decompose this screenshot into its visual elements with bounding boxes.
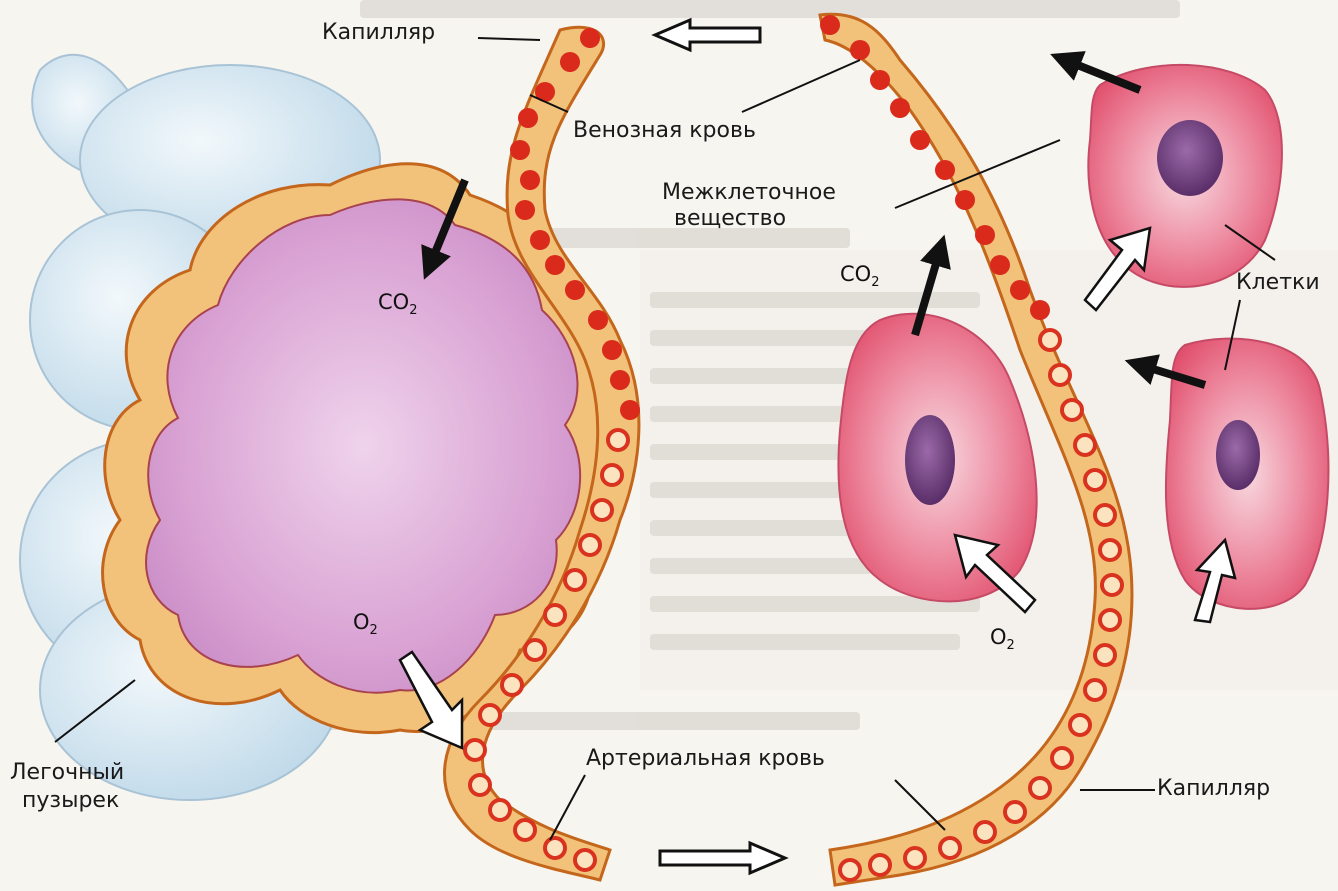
arterial-red-blood-cell xyxy=(525,640,545,660)
arterial-red-blood-cell xyxy=(1005,802,1025,822)
co2-label-tissue: CO2 xyxy=(840,262,879,295)
arterial-red-blood-cell xyxy=(545,838,565,858)
venous-red-blood-cell xyxy=(560,52,580,72)
arterial-red-blood-cell xyxy=(592,500,612,520)
arterial-red-blood-cell xyxy=(1102,575,1122,595)
co2-label-alveolus: CO2 xyxy=(378,290,417,323)
label-venous-blood: Венозная кровь xyxy=(573,118,756,144)
arterial-red-blood-cell xyxy=(1075,435,1095,455)
venous-red-blood-cell xyxy=(990,255,1010,275)
label-arterial-blood: Артериальная кровь xyxy=(586,746,825,772)
venous-red-blood-cell xyxy=(515,200,535,220)
arterial-red-blood-cell xyxy=(1085,680,1105,700)
venous-red-blood-cell xyxy=(1030,300,1050,320)
label-lung-vesicle-line1: Легочный xyxy=(10,760,124,786)
venous-red-blood-cell xyxy=(910,130,930,150)
arterial-red-blood-cell xyxy=(940,838,960,858)
venous-red-blood-cell xyxy=(975,225,995,245)
venous-red-blood-cell xyxy=(610,370,630,390)
venous-red-blood-cell xyxy=(520,170,540,190)
arterial-red-blood-cell xyxy=(1050,365,1070,385)
venous-red-blood-cell xyxy=(935,160,955,180)
arterial-red-blood-cell xyxy=(465,740,485,760)
label-lung-vesicle-line2: пузырек xyxy=(22,788,119,814)
arterial-red-blood-cell xyxy=(580,535,600,555)
venous-red-blood-cell xyxy=(518,108,538,128)
venous-red-blood-cell xyxy=(820,15,840,35)
cell-nucleus xyxy=(1157,120,1223,196)
arterial-red-blood-cell xyxy=(1100,540,1120,560)
venous-red-blood-cell xyxy=(1010,280,1030,300)
cell-nucleus xyxy=(905,415,955,505)
arterial-red-blood-cell xyxy=(1040,330,1060,350)
arterial-red-blood-cell xyxy=(608,430,628,450)
arterial-red-blood-cell xyxy=(502,675,522,695)
tissue-cell-top xyxy=(1088,65,1282,287)
venous-red-blood-cell xyxy=(545,255,565,275)
arterial-red-blood-cell xyxy=(870,855,890,875)
arterial-red-blood-cell xyxy=(1030,778,1050,798)
arterial-red-blood-cell xyxy=(490,800,510,820)
arterial-red-blood-cell xyxy=(1052,748,1072,768)
venous-red-blood-cell xyxy=(890,98,910,118)
arterial-red-blood-cell xyxy=(1095,645,1115,665)
o2-label-alveolus: O2 xyxy=(353,610,378,643)
arrow-right-outline-icon xyxy=(660,843,785,873)
arterial-red-blood-cell xyxy=(1085,470,1105,490)
arterial-red-blood-cell xyxy=(1100,610,1120,630)
arterial-red-blood-cell xyxy=(1070,715,1090,735)
arterial-red-blood-cell xyxy=(565,570,585,590)
venous-red-blood-cell xyxy=(565,280,585,300)
arterial-red-blood-cell xyxy=(602,465,622,485)
arterial-red-blood-cell xyxy=(905,848,925,868)
arterial-red-blood-cell xyxy=(1095,505,1115,525)
arrow-left-outline-icon xyxy=(655,20,760,50)
o2-label-tissue: O2 xyxy=(990,625,1015,658)
arterial-red-blood-cell xyxy=(480,705,500,725)
venous-red-blood-cell xyxy=(580,28,600,48)
arterial-red-blood-cell xyxy=(545,605,565,625)
venous-red-blood-cell xyxy=(870,70,890,90)
label-capillary-top: Капилляр xyxy=(322,20,435,46)
label-intercellular-line1: Межклеточное xyxy=(662,180,836,206)
venous-red-blood-cell xyxy=(602,340,622,360)
venous-red-blood-cell xyxy=(620,400,640,420)
arterial-red-blood-cell xyxy=(575,850,595,870)
arterial-red-blood-cell xyxy=(470,775,490,795)
venous-red-blood-cell xyxy=(530,230,550,250)
label-cells: Клетки xyxy=(1236,270,1320,296)
label-capillary-bottom: Капилляр xyxy=(1157,776,1270,802)
arterial-red-blood-cell xyxy=(1062,400,1082,420)
venous-red-blood-cell xyxy=(588,310,608,330)
venous-red-blood-cell xyxy=(850,40,870,60)
venous-red-blood-cell xyxy=(955,190,975,210)
arterial-red-blood-cell xyxy=(975,822,995,842)
venous-red-blood-cell xyxy=(510,140,530,160)
arterial-red-blood-cell xyxy=(515,820,535,840)
cell-nucleus xyxy=(1216,420,1260,490)
label-intercellular-line2: вещество xyxy=(674,206,786,232)
arterial-red-blood-cell xyxy=(840,860,860,880)
